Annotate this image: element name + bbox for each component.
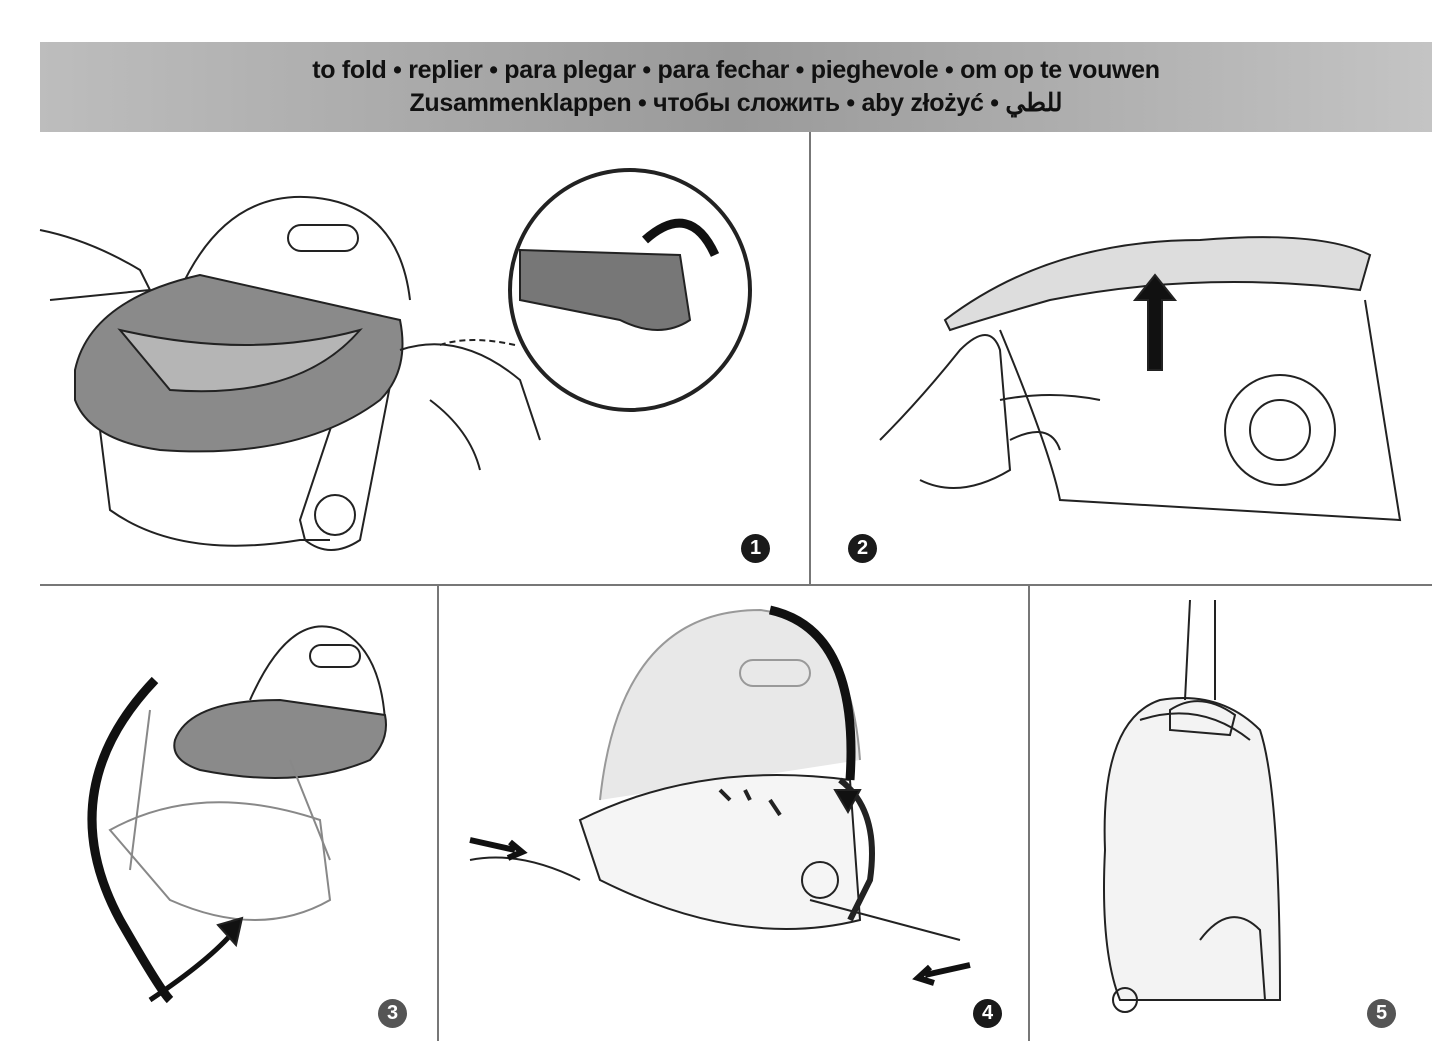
step-1-illustration bbox=[39, 168, 752, 551]
step-4-illustration bbox=[469, 605, 971, 986]
step-number-badge-4: 4 bbox=[973, 999, 1002, 1028]
step-number-badge-2: 2 bbox=[848, 534, 877, 563]
title-line-2: Zusammenklappen • чтобы сложить • aby zł… bbox=[409, 89, 1063, 117]
title-banner: to fold • replier • para plegar • para f… bbox=[40, 42, 1432, 132]
step-number-badge-5: 5 bbox=[1367, 999, 1396, 1028]
divider-horizontal bbox=[40, 584, 1432, 586]
step-3-illustration bbox=[87, 625, 387, 1004]
divider-vertical-top bbox=[809, 132, 811, 584]
title-line-1: to fold • replier • para plegar • para f… bbox=[312, 56, 1160, 84]
step-number-badge-3: 3 bbox=[378, 999, 407, 1028]
divider-vertical-bottom-left bbox=[437, 586, 439, 1041]
step-2-illustration bbox=[879, 236, 1402, 522]
step-5-illustration bbox=[1103, 599, 1282, 1013]
step-number-badge-1: 1 bbox=[741, 534, 770, 563]
divider-vertical-bottom-right bbox=[1028, 586, 1030, 1041]
